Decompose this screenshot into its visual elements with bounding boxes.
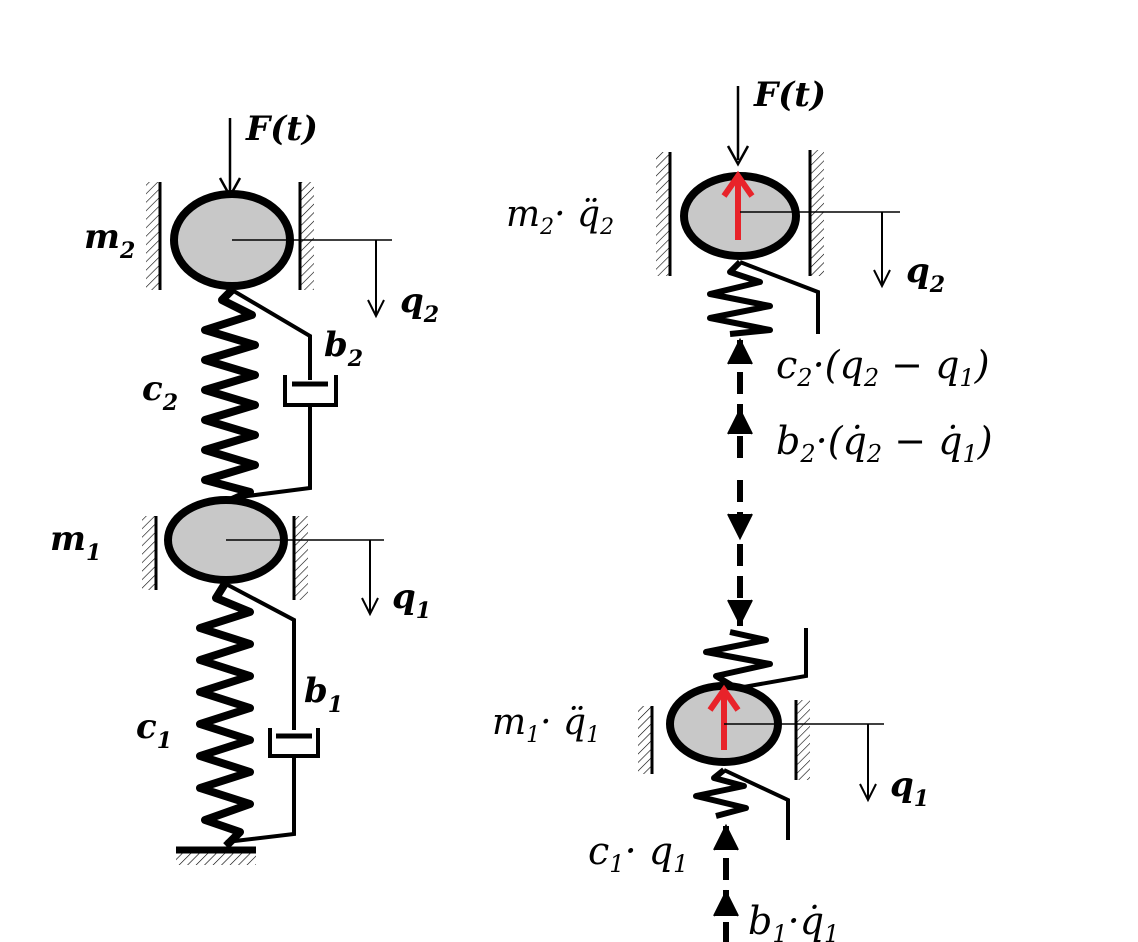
left-b1-label: b1 <box>304 671 343 718</box>
right-m2-right-wall <box>808 150 824 276</box>
left-damper-b2 <box>230 288 338 500</box>
right-damper2-label: b2·(q̇2 − q̇1) <box>776 419 993 468</box>
left-m1-left-wall <box>142 516 158 590</box>
right-m1-left-wall <box>638 706 654 774</box>
right-m2-spring-stub <box>707 259 773 337</box>
left-spring-c1 <box>196 579 254 849</box>
left-q2-label: q2 <box>400 281 439 328</box>
left-m2-left-wall <box>146 182 162 290</box>
right-up-force-arrow-2 <box>727 337 753 460</box>
left-c1-label: c1 <box>136 707 172 754</box>
right-m1-damper-stub-top <box>737 628 808 690</box>
right-q2-arrow <box>740 211 900 289</box>
right-m1-spring-stub-top <box>703 629 773 691</box>
right-q1-label: q1 <box>890 765 929 812</box>
left-c2-label: c2 <box>142 369 178 416</box>
right-q1-arrow <box>724 723 884 803</box>
left-m2-label: m2 <box>84 217 135 264</box>
right-force-label: F(t) <box>753 75 826 115</box>
left-b2-label: b2 <box>324 325 363 372</box>
right-force-arrow <box>726 86 750 167</box>
left-q1-arrow <box>226 539 384 617</box>
left-m1-right-wall <box>292 516 308 600</box>
left-m1-label: m1 <box>50 519 101 566</box>
left-damper-b1 <box>225 582 320 844</box>
left-force-arrow <box>218 118 242 199</box>
right-damper1-label: b1·q̇1 <box>748 899 839 942</box>
left-q1-label: q1 <box>392 577 431 624</box>
left-ground <box>176 846 256 865</box>
right-m2-left-wall <box>656 152 672 276</box>
right-m1-spring-stub-bottom <box>693 767 749 819</box>
right-q2-label: q2 <box>906 251 945 298</box>
left-m2-right-wall <box>298 182 314 290</box>
right-spring2-label: c2·(q2 − q1) <box>776 343 990 392</box>
left-force-label: F(t) <box>245 109 318 149</box>
left-q2-arrow <box>232 239 392 319</box>
right-m1-inertia-label: m1· q̈1 <box>492 702 600 748</box>
right-m2-damper-stub <box>739 260 820 334</box>
left-spring-c2 <box>201 287 259 504</box>
left-system: F(t) m2 q2 c2 b2 <box>50 109 439 865</box>
right-m2-inertia-arrow <box>721 170 755 240</box>
right-up-force-arrow-1 <box>713 823 739 942</box>
right-m2-inertia-label: m2· q̈2 <box>506 194 614 240</box>
right-m1-damper-stub-bottom <box>723 768 790 840</box>
right-m1-right-wall <box>794 700 810 780</box>
right-system: F(t) m2· q̈2 q2 <box>492 75 993 942</box>
right-spring1-label: c1· q1 <box>588 829 688 878</box>
right-m1-inertia-arrow <box>707 684 741 750</box>
right-down-force-arrow <box>727 480 753 627</box>
